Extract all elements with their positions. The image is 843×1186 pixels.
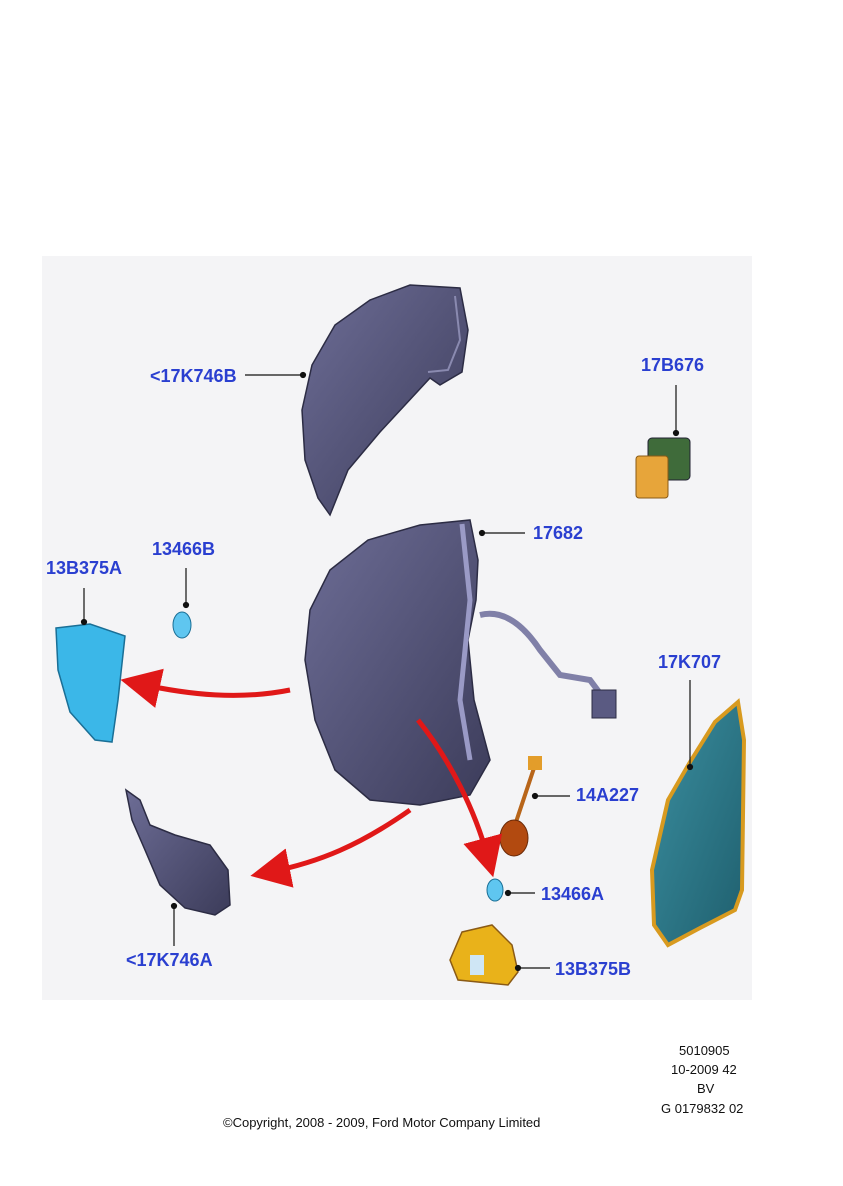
info-line-1: 5010905 <box>679 1043 730 1058</box>
copyright-notice: ©Copyright, 2008 - 2009, Ford Motor Comp… <box>223 1115 541 1130</box>
blocker-part <box>635 437 691 499</box>
callout-lower-lamp[interactable]: 13B375B <box>555 959 632 979</box>
lower-lamp <box>449 924 519 986</box>
callout-left-bulb[interactable]: 13466B <box>152 539 216 559</box>
left-turn-lamp <box>55 623 126 743</box>
info-line-3: BV <box>697 1081 715 1096</box>
mirror-glass <box>649 698 747 948</box>
wiring-harness <box>499 756 542 857</box>
callout-glass[interactable]: 17K707 <box>658 652 722 672</box>
assembly-arrows <box>120 668 503 888</box>
callout-left-lamp[interactable]: 13B375A <box>46 558 123 578</box>
left-bulb <box>172 611 192 639</box>
callout-housing[interactable]: 17682 <box>533 523 584 543</box>
mirror-housing <box>304 519 617 806</box>
leader-lines <box>80 371 694 972</box>
upper-mirror-cover <box>301 284 469 517</box>
info-line-4: G 0179832 02 <box>661 1101 744 1116</box>
info-line-2: 10-2009 42 <box>671 1062 737 1077</box>
callout-wire[interactable]: 14A227 <box>576 785 640 805</box>
callout-blocker[interactable]: 17B676 <box>641 355 705 375</box>
callout-lower-cover[interactable]: <17K746A <box>126 950 213 970</box>
callout-lower-bulb[interactable]: 13466A <box>541 884 605 904</box>
lower-bulb <box>486 878 504 902</box>
lower-mirror-cover <box>124 788 231 916</box>
callout-upper-cover[interactable]: <17K746B <box>150 366 237 386</box>
